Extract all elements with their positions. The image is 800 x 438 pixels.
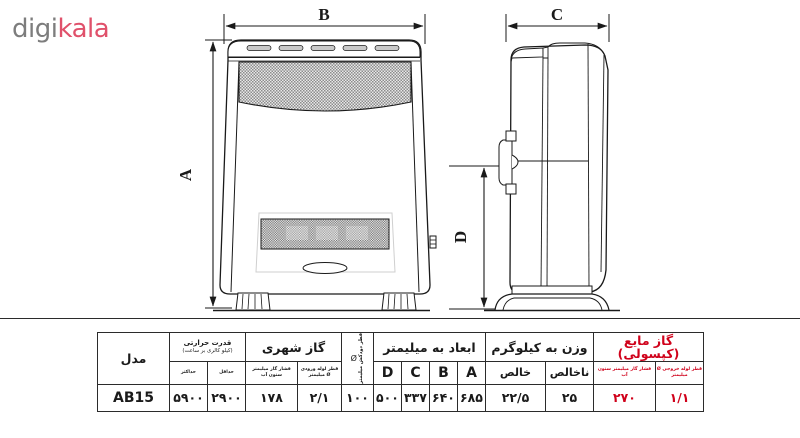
dimension-c (505, 14, 610, 42)
cell-thermal-min: ۲۹۰۰ (207, 383, 246, 412)
header-city-gas: گاز شهری (245, 331, 342, 363)
header-dim-a: A (457, 361, 486, 385)
header-model: مدل (97, 332, 170, 385)
front-badge (302, 262, 348, 274)
lower-mesh-grille (260, 218, 390, 250)
side-body-outline (509, 44, 609, 293)
dimension-label-c: C (551, 5, 563, 24)
header-weight-net: خالص (485, 361, 546, 385)
header-dimensions: ابعاد به میلیمتر (373, 331, 486, 363)
cell-flue-diameter: ۱۰۰ (341, 383, 374, 412)
cell-dim-a: ۶۸۵ (457, 383, 486, 412)
header-thermal-power-unit: (کیلو کالری بر ساعت) (182, 348, 233, 355)
specifications-table: گاز مایع (کپسولی) وزن به کیلوگرم ابعاد ب… (97, 331, 704, 412)
cell-weight-net: ۲۲/۵ (485, 383, 546, 412)
header-lpg-pipe: قطر لوله خروجی Ø میلیمتر (655, 361, 704, 385)
cell-lpg-pressure: ۲۷۰ (593, 383, 656, 412)
header-dim-d: D (373, 361, 402, 385)
cell-dim-b: ۶۴۰ (429, 383, 458, 412)
technical-drawing: B C A D (176, 5, 620, 312)
header-weight-gross: ناخالص (545, 361, 594, 385)
table-row: ۱/۱ ۲۷۰ ۲۵ ۲۲/۵ ۶۸۵ ۶۴۰ ۳۳۷ ۵۰۰ ۱۰۰ ۲/۱ … (97, 383, 704, 412)
header-lpg: گاز مایع (کپسولی) (593, 331, 704, 363)
header-flue-diameter: قطر دودکش میلیمتر Ø (341, 332, 374, 385)
header-dim-b: B (429, 361, 458, 385)
table-header-row-2: قطر لوله خروجی Ø میلیمتر فشار گاز میلیمت… (98, 361, 704, 385)
cell-weight-gross: ۲۵ (545, 383, 594, 412)
header-lpg-pressure: فشار گاز میلیمتر ستون آب (593, 361, 656, 385)
cell-model: AB15 (97, 383, 170, 412)
dimension-label-b: B (318, 5, 329, 24)
header-weight: وزن به کیلوگرم (485, 331, 594, 363)
cell-city-gas-pipe: ۲/۱ (297, 383, 342, 412)
cell-dim-d: ۵۰۰ (373, 383, 402, 412)
digikala-logo: digikala (12, 14, 110, 44)
dimension-a (205, 39, 232, 309)
dimension-label-a: A (176, 168, 195, 181)
dimension-label-d: D (451, 231, 470, 243)
header-thermal-min: حداقل (207, 361, 246, 385)
front-view-group (205, 14, 437, 312)
table-header-row-1: گاز مایع (کپسولی) وزن به کیلوگرم ابعاد ب… (97, 331, 704, 385)
header-thermal-power: قدرت حرارتی (کیلو کالری بر ساعت) (169, 331, 246, 363)
header-flue-diameter-label: قطر دودکش میلیمتر (357, 333, 364, 384)
cell-city-gas-pressure: ۱۷۸ (245, 383, 298, 412)
logo-text-primary: digi (12, 14, 58, 44)
section-divider (0, 318, 800, 319)
side-knob (429, 235, 437, 249)
header-dim-c: C (401, 361, 430, 385)
logo-text-secondary: kala (57, 14, 110, 44)
side-view-group (449, 14, 620, 312)
header-city-gas-pressure: فشار گاز میلیمتر ستون آب (245, 361, 298, 385)
gas-valve-assembly (498, 130, 519, 195)
cell-dim-c: ۳۳۷ (401, 383, 430, 412)
diameter-symbol-icon: Ø (350, 353, 357, 363)
top-vent-slots (246, 45, 400, 51)
spec-table: گاز مایع (کپسولی) وزن به کیلوگرم ابعاد ب… (97, 331, 704, 412)
upper-mesh-panel (238, 61, 412, 112)
dimension-b (223, 14, 426, 44)
header-city-gas-pipe: قطر لوله ورودی Ø میلیمتر (297, 361, 342, 385)
header-thermal-power-label: قدرت حرارتی (183, 339, 232, 348)
header-thermal-max: حداکثر (169, 361, 208, 385)
cell-lpg-pipe: ۱/۱ (655, 383, 704, 412)
cell-thermal-max: ۵۹۰۰ (169, 383, 208, 412)
side-stand (494, 293, 610, 311)
